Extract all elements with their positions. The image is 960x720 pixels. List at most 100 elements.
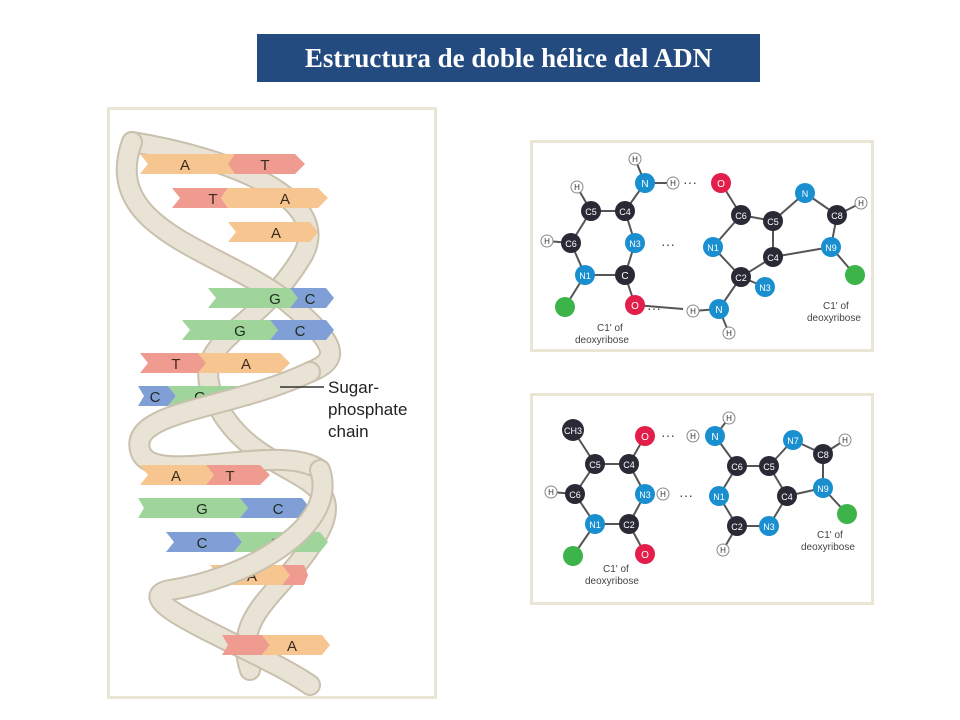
atom-c1-sugar-right [845,265,865,285]
thymine-adenine-structure: ······ CH3 O H N H C5 C4 C6 C5 N7 C8 H H… [544,411,857,587]
atom-n7: N7 [783,430,803,450]
cytosine-guanine-structure: ········· H N H O H C5 C4 C6 C5 N C8 H H… [540,152,868,346]
atom-o-bottom: O [635,544,655,564]
svg-text:H: H [726,329,732,338]
atom-n1: N1 [575,265,595,285]
svg-text:N: N [641,179,648,190]
svg-text:H: H [544,237,550,246]
rung-3: A [228,222,318,242]
rung-6: T A [140,353,290,373]
double-helix-diagram: A T T A A G C G C T A C G [115,131,407,696]
atom-h-mid: H [656,487,670,501]
atom-c2-right: C2 [731,267,751,287]
atom-n-top: N [635,173,655,193]
atom-c4-right: C4 [763,247,783,267]
svg-text:N: N [802,189,809,199]
base-label: A [280,191,290,208]
atom-n3-right: N3 [755,277,775,297]
atom-h-n2: H [686,304,700,318]
sugar-note-right-2: deoxyribose [801,542,855,553]
svg-text:H: H [670,179,676,188]
atom-o-bottom: O [625,295,645,315]
atom-h-top: H [686,429,700,443]
rung-1: A T [140,154,305,174]
base-label: C [305,291,316,308]
atom-n9: N9 [813,478,833,498]
atom-o-top: O [711,173,731,193]
sugar-note-left-2: deoxyribose [575,335,629,346]
atom-c4: C4 [619,454,639,474]
svg-text:H: H [858,199,864,208]
svg-text:C5: C5 [767,217,779,227]
atom-h-mid: H [666,176,680,190]
base-label: A [247,568,257,585]
chain-label-line-1: Sugar- [328,378,379,397]
svg-text:N7: N7 [787,436,799,446]
atom-c5-right: C5 [763,211,783,231]
svg-text:C8: C8 [831,211,843,221]
rung-4: G C [208,288,334,308]
atom-h-c2: H [716,543,730,557]
base-label: T [171,356,180,373]
svg-text:N3: N3 [763,522,775,532]
atom-h-c8: H [838,433,852,447]
svg-text:O: O [641,550,649,561]
atom-n1: N1 [585,514,605,534]
svg-text:O: O [641,432,649,443]
svg-text:CH3: CH3 [564,426,582,436]
atom-h-n-top: H [722,411,736,425]
atom-c4: C4 [615,201,635,221]
svg-text:N1: N1 [713,492,725,502]
svg-text:N3: N3 [639,490,651,500]
svg-text:C2: C2 [735,273,747,283]
chain-label-line-2: phosphate [328,400,407,419]
atom-h-c8: H [854,196,868,210]
atom-n-bottom: N [709,299,729,319]
svg-text:C: C [621,271,628,282]
atom-c5-right: C5 [759,456,779,476]
atom-c1-sugar-left [555,297,575,317]
atom-c8: C8 [813,444,833,464]
sugar-note-right-2: deoxyribose [807,313,861,324]
atom-n3-right: N3 [759,516,779,536]
atom-c6-right: C6 [731,205,751,225]
svg-text:···: ··· [683,174,697,190]
atom-n-top: N [705,426,725,446]
svg-text:N1: N1 [707,243,719,253]
atom-c6: C6 [561,233,581,253]
svg-text:H: H [574,183,580,192]
hydrogen-bond-dots: ······ [661,427,693,503]
sugar-note-left-1: C1' of [603,564,629,575]
atom-n3: N3 [625,233,645,253]
sugar-note-right-1: C1' of [817,530,843,541]
base-label: T [208,191,217,208]
base-label: A [287,638,297,655]
svg-text:C8: C8 [817,450,829,460]
svg-text:C4: C4 [781,492,793,502]
svg-text:N9: N9 [825,243,837,253]
atom-h-top: H [628,152,642,166]
sugar-note-right-1: C1' of [823,301,849,312]
svg-text:···: ··· [661,236,675,252]
base-label: C [150,389,161,406]
svg-text:C6: C6 [735,211,747,221]
atom-n3: N3 [635,484,655,504]
atom-n9: N9 [821,237,841,257]
atom-ch3: CH3 [562,419,584,441]
svg-text:N3: N3 [759,283,771,293]
cytosine-guanine-pair-panel: ········· H N H O H C5 C4 C6 C5 N C8 H H… [530,140,874,352]
svg-text:H: H [660,490,666,499]
base-label: A [241,356,251,373]
atom-n1-right: N1 [703,237,723,257]
atom-c8: C8 [827,205,847,225]
atom-c4-right: C4 [777,486,797,506]
atom-o-top: O [635,426,655,446]
svg-text:C6: C6 [565,239,577,249]
atom-h-c6: H [544,485,558,499]
svg-text:N: N [711,432,718,443]
svg-text:H: H [632,155,638,164]
base-label: G [196,501,208,518]
atom-c1-sugar-right [837,504,857,524]
base-label: A [180,157,190,174]
sugar-note-left-2: deoxyribose [585,576,639,587]
